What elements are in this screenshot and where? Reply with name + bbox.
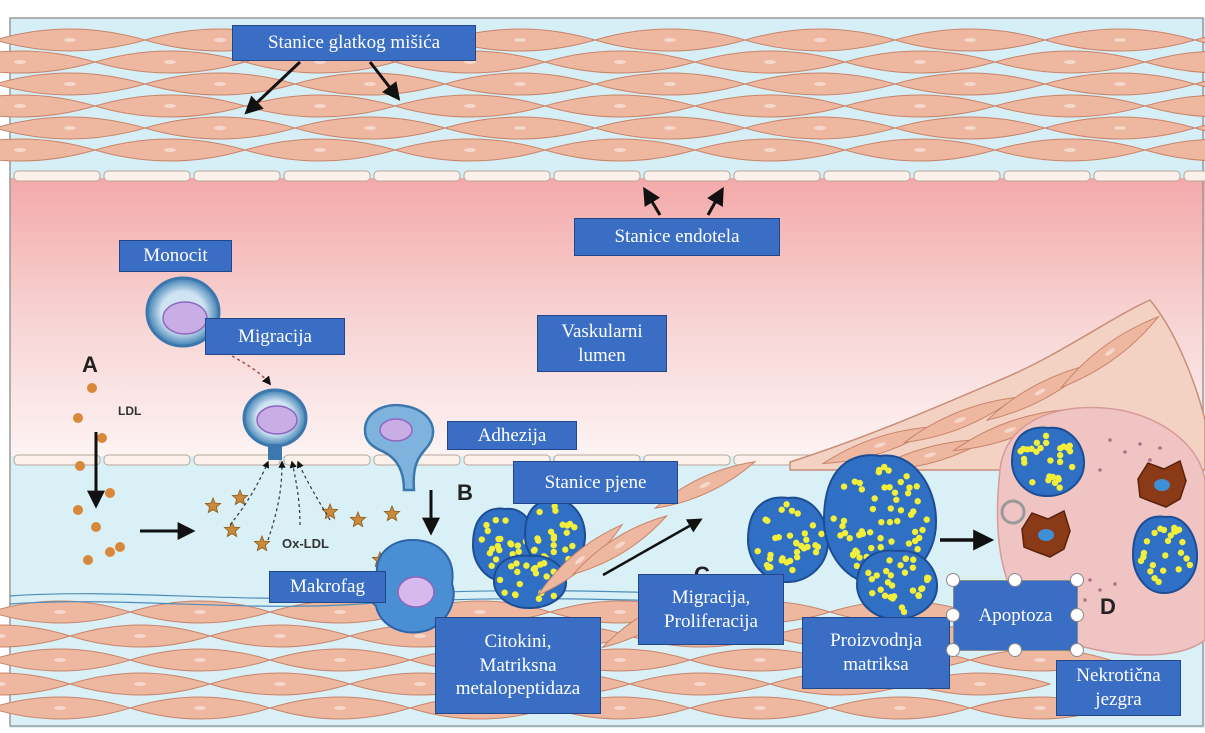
- debris-dot: [1138, 442, 1142, 446]
- endothelial-cell: [14, 171, 100, 181]
- endothelial-cell: [734, 171, 820, 181]
- endothelial-cell: [914, 171, 1000, 181]
- label-migration-proliferation: Migracija, Proliferacija: [638, 574, 784, 645]
- label-vascular-lumen: Vaskularni lumen: [537, 315, 667, 372]
- debris-dot: [1108, 438, 1112, 442]
- ldl-particle: [83, 555, 93, 565]
- label-migration: Migracija: [205, 318, 345, 355]
- marker-b: B: [457, 480, 473, 505]
- debris-dot: [1098, 588, 1102, 592]
- label-foam-cells: Stanice pjene: [513, 461, 678, 504]
- ldl-particle: [75, 461, 85, 471]
- endothelial-cell: [554, 171, 640, 181]
- endothelial-cell: [284, 171, 370, 181]
- selection-handle-bottom-left[interactable]: [946, 643, 960, 657]
- endothelial-cell: [104, 171, 190, 181]
- selection-handle-top-middle[interactable]: [1008, 573, 1022, 587]
- label-adhesion: Adhezija: [447, 421, 577, 450]
- endothelial-cell: [1004, 171, 1090, 181]
- endothelial-cell: [194, 455, 280, 465]
- selection-handle-middle-left[interactable]: [946, 608, 960, 622]
- endothelial-cell: [824, 171, 910, 181]
- label-apoptosis[interactable]: Apoptoza: [953, 580, 1078, 651]
- debris-dot: [1158, 446, 1162, 450]
- ldl-particle: [105, 488, 115, 498]
- endothelial-cell: [644, 171, 730, 181]
- endothelial-cell: [104, 455, 190, 465]
- ldl-particle: [105, 547, 115, 557]
- marker-ldl: LDL: [118, 404, 141, 418]
- debris-dot: [1088, 578, 1092, 582]
- label-macrophage: Makrofag: [269, 571, 386, 603]
- endothelial-cell: [14, 455, 100, 465]
- debris-dot: [1113, 582, 1117, 586]
- marker-d: D: [1100, 594, 1116, 619]
- label-necrotic-core: Nekrotična jezgra: [1056, 660, 1181, 716]
- ldl-particle: [97, 433, 107, 443]
- selection-handle-top-right[interactable]: [1070, 573, 1084, 587]
- ldl-particle: [73, 413, 83, 423]
- endothelial-cell: [464, 171, 550, 181]
- endothelial-cell: [194, 171, 280, 181]
- label-smooth-muscle-cells: Stanice glatkog mišića: [232, 25, 476, 61]
- label-matrix-production: Proizvodnja matriksa: [802, 617, 950, 689]
- endothelial-cell: [1094, 171, 1180, 181]
- label-monocyte: Monocit: [119, 240, 232, 272]
- ldl-particle: [87, 383, 97, 393]
- selection-handle-middle-right[interactable]: [1070, 608, 1084, 622]
- endothelial-cell: [1184, 171, 1205, 181]
- marker-a: A: [82, 352, 98, 377]
- ldl-particle: [91, 522, 101, 532]
- label-endothelial-cells: Stanice endotela: [574, 218, 780, 256]
- foam-cell: [857, 551, 937, 619]
- selection-handle-top-left[interactable]: [946, 573, 960, 587]
- label-cytokines: Citokini, Matriksna metalopeptidaza: [435, 617, 601, 714]
- debris-dot: [1123, 450, 1127, 454]
- ldl-particle: [115, 542, 125, 552]
- selection-handle-bottom-middle[interactable]: [1008, 643, 1022, 657]
- debris-dot: [1148, 458, 1152, 462]
- marker-ox-ldl: Ox-LDL: [282, 536, 329, 551]
- selection-handle-bottom-right[interactable]: [1070, 643, 1084, 657]
- ldl-particle: [73, 505, 83, 515]
- debris-dot: [1083, 598, 1087, 602]
- endothelial-cell: [284, 455, 370, 465]
- foam-cell: [748, 497, 828, 582]
- debris-dot: [1098, 468, 1102, 472]
- endothelial-cell: [374, 171, 460, 181]
